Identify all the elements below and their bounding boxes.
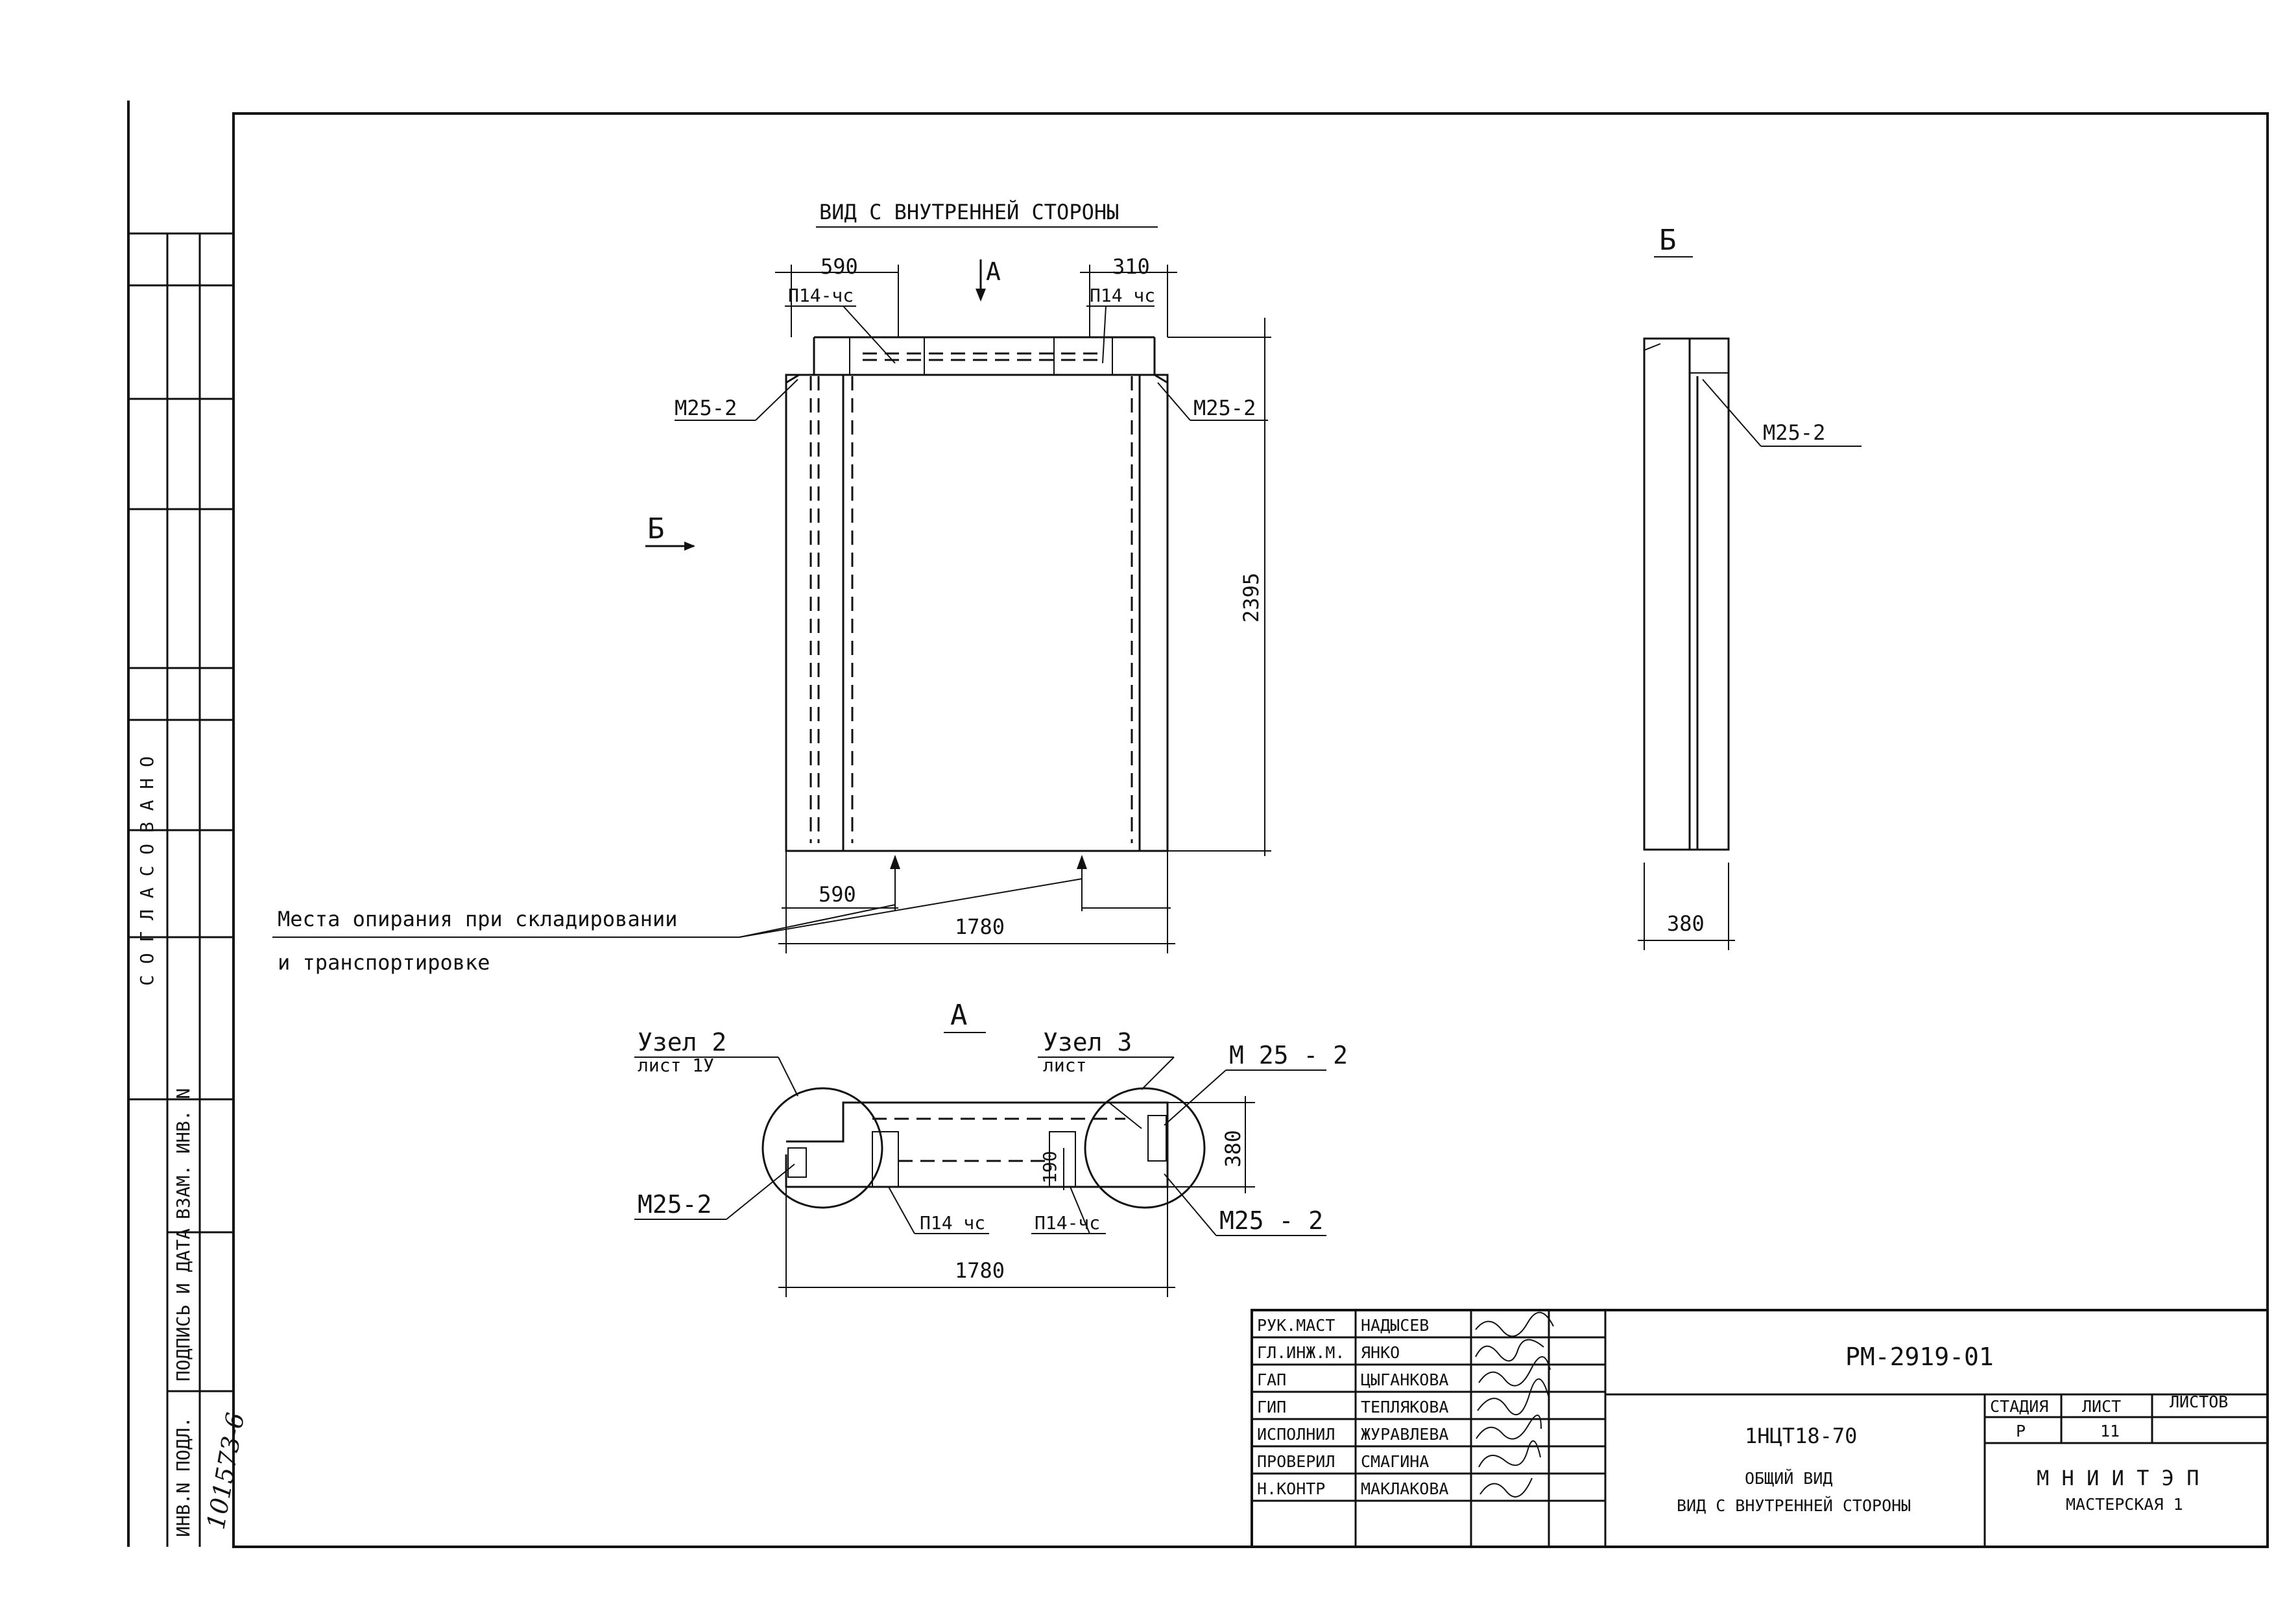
side-view-b: Б М25-2 380: [1638, 224, 1862, 950]
dim-bottom-left: 590: [819, 882, 856, 907]
p14-left-label: П14-чс: [788, 285, 854, 306]
node2-sheet: лист 1У: [638, 1055, 714, 1076]
support-note: Места опирания при складировании и транс…: [272, 878, 1083, 975]
main-view-title: ВИД С ВНУТРЕННЕЙ СТОРОНЫ: [819, 200, 1119, 224]
sheet-label: ЛИСТ: [2082, 1397, 2121, 1416]
name-6: МАКЛАКОВА: [1361, 1479, 1448, 1498]
node2-title: Узел 2: [638, 1028, 726, 1057]
role-4: ИСПОЛНИЛ: [1257, 1425, 1335, 1444]
name-1: ЯНКО: [1361, 1343, 1400, 1362]
agreed-label: С О Г Л А С О В А Н О: [136, 756, 158, 986]
title-block: РУК.МАСТ ГЛ.ИНЖ.М. ГАП ГИП ИСПОЛНИЛ ПРОВ…: [1251, 1309, 2269, 1548]
name-0: НАДЫСЕВ: [1361, 1316, 1429, 1335]
desc-line1: ОБЩИЙ ВИД: [1745, 1469, 1832, 1488]
name-2: ЦЫГАНКОВА: [1361, 1370, 1448, 1389]
arrow-a-label: А: [986, 257, 1001, 286]
m25-right-label: М25-2: [1193, 396, 1256, 420]
role-2: ГАП: [1257, 1370, 1286, 1389]
name-3: ТЕПЛЯКОВА: [1361, 1398, 1448, 1416]
role-3: ГИП: [1257, 1398, 1286, 1416]
support-note-line2: и транспортировке: [278, 950, 490, 975]
arrow-b-label: Б: [647, 512, 665, 545]
inv-number: 101573-6: [202, 1411, 250, 1532]
dim-top-right: 310: [1112, 254, 1150, 279]
plan-dim-1780: 1780: [955, 1258, 1005, 1283]
name-4: ЖУРАВЛЕВА: [1361, 1425, 1448, 1444]
org-workshop: МАСТЕРСКАЯ 1: [2066, 1495, 2183, 1514]
plan-view-a: А Узел 2 лист 1У Узел 3 лист М 25 - 2 М2…: [634, 999, 1348, 1297]
plan-m25-top-right: М 25 - 2: [1229, 1041, 1348, 1069]
plan-m25-left: М25-2: [638, 1190, 712, 1219]
sheet-frame: С О Г Л А С О В А Н О ВЗАМ. ИНВ. N ПОДПИ…: [127, 101, 2269, 1548]
section-b-title: Б: [1659, 224, 1677, 257]
p14-right-label: П14 чс: [1090, 285, 1155, 306]
stage-value: Р: [2016, 1422, 2026, 1440]
stage-label: СТАДИЯ: [1990, 1397, 2048, 1416]
section-a-title: А: [950, 999, 968, 1032]
support-note-line1: Места опирания при складировании: [278, 907, 678, 931]
name-5: СМАГИНА: [1361, 1452, 1429, 1471]
front-view: ВИД С ВНУТРЕННЕЙ СТОРОНЫ 590 310 П14-чс: [645, 200, 1271, 953]
plan-p14-right: П14-чс: [1035, 1212, 1100, 1234]
product-code: 1НЦТ18-70: [1745, 1424, 1857, 1448]
podpis-data-label: ПОДПИСЬ И ДАТА: [173, 1228, 194, 1381]
sheets-label: ЛИСТОВ: [2170, 1392, 2228, 1411]
role-5: ПРОВЕРИЛ: [1257, 1452, 1335, 1471]
node3-sheet: лист: [1043, 1055, 1086, 1076]
plan-dim-190: 190: [1039, 1151, 1060, 1184]
desc-line2: ВИД С ВНУТРЕННЕЙ СТОРОНЫ: [1677, 1496, 1911, 1515]
side-m25-label: М25-2: [1763, 420, 1825, 445]
plan-dim-380: 380: [1221, 1130, 1245, 1167]
node3-title: Узел 3: [1043, 1028, 1132, 1057]
role-0: РУК.МАСТ: [1257, 1316, 1335, 1335]
dim-height: 2395: [1239, 573, 1263, 623]
signatures: [1475, 1311, 1554, 1498]
vzam-inv-label: ВЗАМ. ИНВ. N: [173, 1088, 194, 1219]
org-name: М Н И И Т Э П: [2037, 1466, 2199, 1490]
plan-m25-bottom-right: М25 - 2: [1219, 1206, 1323, 1235]
role-6: Н.КОНТР: [1257, 1479, 1325, 1498]
inv-podl-label: ИНВ.N ПОДЛ.: [173, 1417, 194, 1537]
plan-p14-left: П14 чс: [920, 1212, 985, 1234]
role-1: ГЛ.ИНЖ.М.: [1257, 1343, 1345, 1362]
dim-top-left: 590: [820, 254, 858, 279]
dim-bottom-width: 1780: [955, 914, 1005, 939]
sheet-value: 11: [2100, 1422, 2120, 1440]
doc-code: РМ-2919-01: [1845, 1343, 1994, 1371]
m25-left-label: М25-2: [675, 396, 737, 420]
side-dim-width: 380: [1667, 911, 1705, 936]
